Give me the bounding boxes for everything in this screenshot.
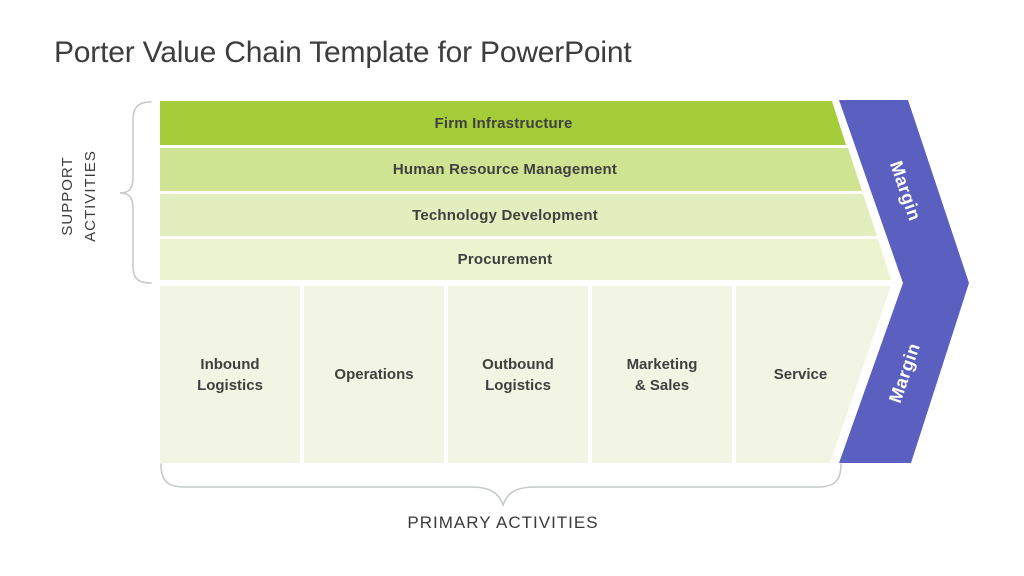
- margin-chevron: Margin Margin: [839, 100, 969, 463]
- primary-activities-block: Inbound Logistics Operations Outbound Lo…: [160, 286, 891, 463]
- support-bar-technology-development: Technology Development: [160, 194, 877, 236]
- primary-cell-inbound-logistics: Inbound Logistics: [160, 286, 300, 463]
- support-bar-procurement: Procurement: [160, 239, 891, 280]
- primary-cell-marketing-sales: Marketing & Sales: [592, 286, 732, 463]
- margin-label-primary: Margin: [884, 340, 925, 406]
- support-bar-label: Human Resource Management: [392, 161, 618, 178]
- support-caption-line1: SUPPORT: [59, 156, 76, 236]
- primary-cell-label: Inbound Logistics: [197, 355, 263, 394]
- primary-activities-brace: [160, 463, 842, 508]
- primary-cell-label: Service: [773, 366, 828, 383]
- support-bar-label: Procurement: [457, 251, 553, 268]
- support-bar-human-resource-management: Human Resource Management: [160, 148, 862, 191]
- primary-cell-label: Marketing & Sales: [626, 355, 698, 394]
- support-activities-brace: [119, 101, 152, 284]
- margin-label-support: Margin: [885, 158, 926, 224]
- primary-activities-caption: PRIMARY ACTIVITIES: [407, 513, 599, 532]
- primary-cell-label: Outbound Logistics: [482, 355, 554, 394]
- support-bar-label: Firm Infrastructure: [434, 114, 573, 132]
- support-activities-caption: SUPPORT ACTIVITIES: [56, 71, 104, 321]
- slide-title: Porter Value Chain Template for PowerPoi…: [54, 36, 632, 69]
- primary-cell-outbound-logistics: Outbound Logistics: [448, 286, 588, 463]
- support-caption-line2: ACTIVITIES: [82, 150, 100, 242]
- primary-cell-label: Operations: [334, 366, 414, 383]
- support-bar-firm-infrastructure: Firm Infrastructure: [160, 101, 846, 145]
- primary-cell-operations: Operations: [304, 286, 444, 463]
- support-bar-label: Technology Development: [412, 206, 598, 224]
